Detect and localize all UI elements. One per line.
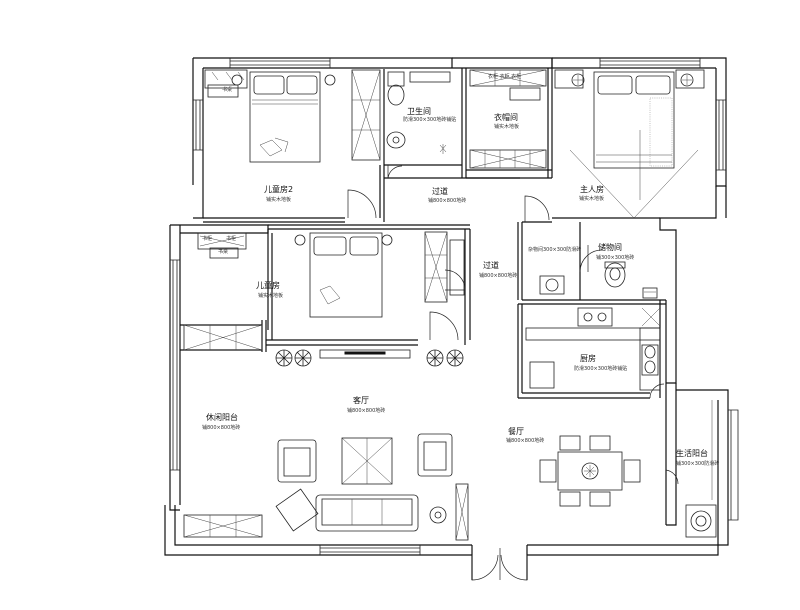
dining-furniture (539, 435, 641, 507)
service-balcony-name: 生活阳台 (676, 449, 708, 458)
master-bedroom-name: 主人房 (580, 185, 604, 194)
kitchen-name: 厨房 (580, 354, 596, 363)
children-room-2-furniture (204, 69, 381, 163)
cloakroom-fixtures (469, 69, 547, 169)
storage-detail: 铺300×300地砖 (596, 255, 635, 261)
passage-detail: 铺800×800地砖 (479, 273, 518, 279)
interior-walls (180, 68, 667, 399)
passage-name: 过道 (483, 261, 499, 270)
windows (170, 58, 739, 555)
living-room-name: 客厅 (353, 396, 369, 405)
children-room-1-bookcase-label-b: 书柜 (226, 236, 237, 242)
leisure-balcony-detail: 铺800×800地砖 (202, 425, 241, 431)
children-room-1-furniture (197, 231, 465, 318)
bathroom-name: 卫生间 (407, 107, 431, 116)
kitchen-detail: 防滑300×300地砖铺贴 (574, 366, 628, 372)
living-room-detail: 铺800×800地砖 (347, 408, 386, 414)
cloakroom-name: 衣帽间 (494, 113, 518, 122)
storage-pantry (539, 261, 658, 299)
children-room-2-desk-label: 书桌 (222, 87, 233, 93)
children-room-2-name: 儿童房2 (264, 185, 294, 194)
dining-room-name: 餐厅 (508, 427, 524, 436)
service-balcony-detail: 铺300×300防滑砖 (676, 461, 720, 467)
children-room-2-detail: 铺实木地板 (266, 197, 292, 203)
living-room-furniture (183, 324, 469, 541)
master-bedroom-furniture (554, 69, 705, 219)
storage-name: 储物间 (598, 243, 622, 252)
exterior-walls (164, 57, 729, 580)
leisure-balcony-name: 休闲阳台 (206, 413, 238, 422)
doors (347, 165, 679, 581)
cloakroom-detail: 铺实木地板 (494, 124, 520, 130)
kitchen-fixtures (525, 307, 661, 391)
corridor-detail: 铺800×800地砖 (428, 198, 467, 204)
bathroom-detail: 防滑300×300地砖铺贴 (403, 117, 457, 123)
children-room-1-bookcase-label-a: 书柜 (202, 236, 213, 242)
corridor-name: 过道 (432, 187, 448, 196)
pantry-label: 杂物间300×300防滑砖 (528, 247, 582, 253)
children-room-1-detail: 铺实木地板 (258, 293, 284, 299)
cloakroom-wardrobe-label: 衣柜 衣柜 衣柜 (488, 74, 522, 80)
bathroom-fixtures (386, 71, 451, 154)
master-bedroom-detail: 铺实木地板 (579, 196, 605, 202)
children-room-1-name: 儿童房 (256, 281, 280, 290)
children-room-1-desk-label: 书桌 (218, 249, 229, 255)
dining-room-detail: 铺800×800地砖 (506, 438, 545, 444)
service-balcony-fixtures (685, 400, 717, 538)
